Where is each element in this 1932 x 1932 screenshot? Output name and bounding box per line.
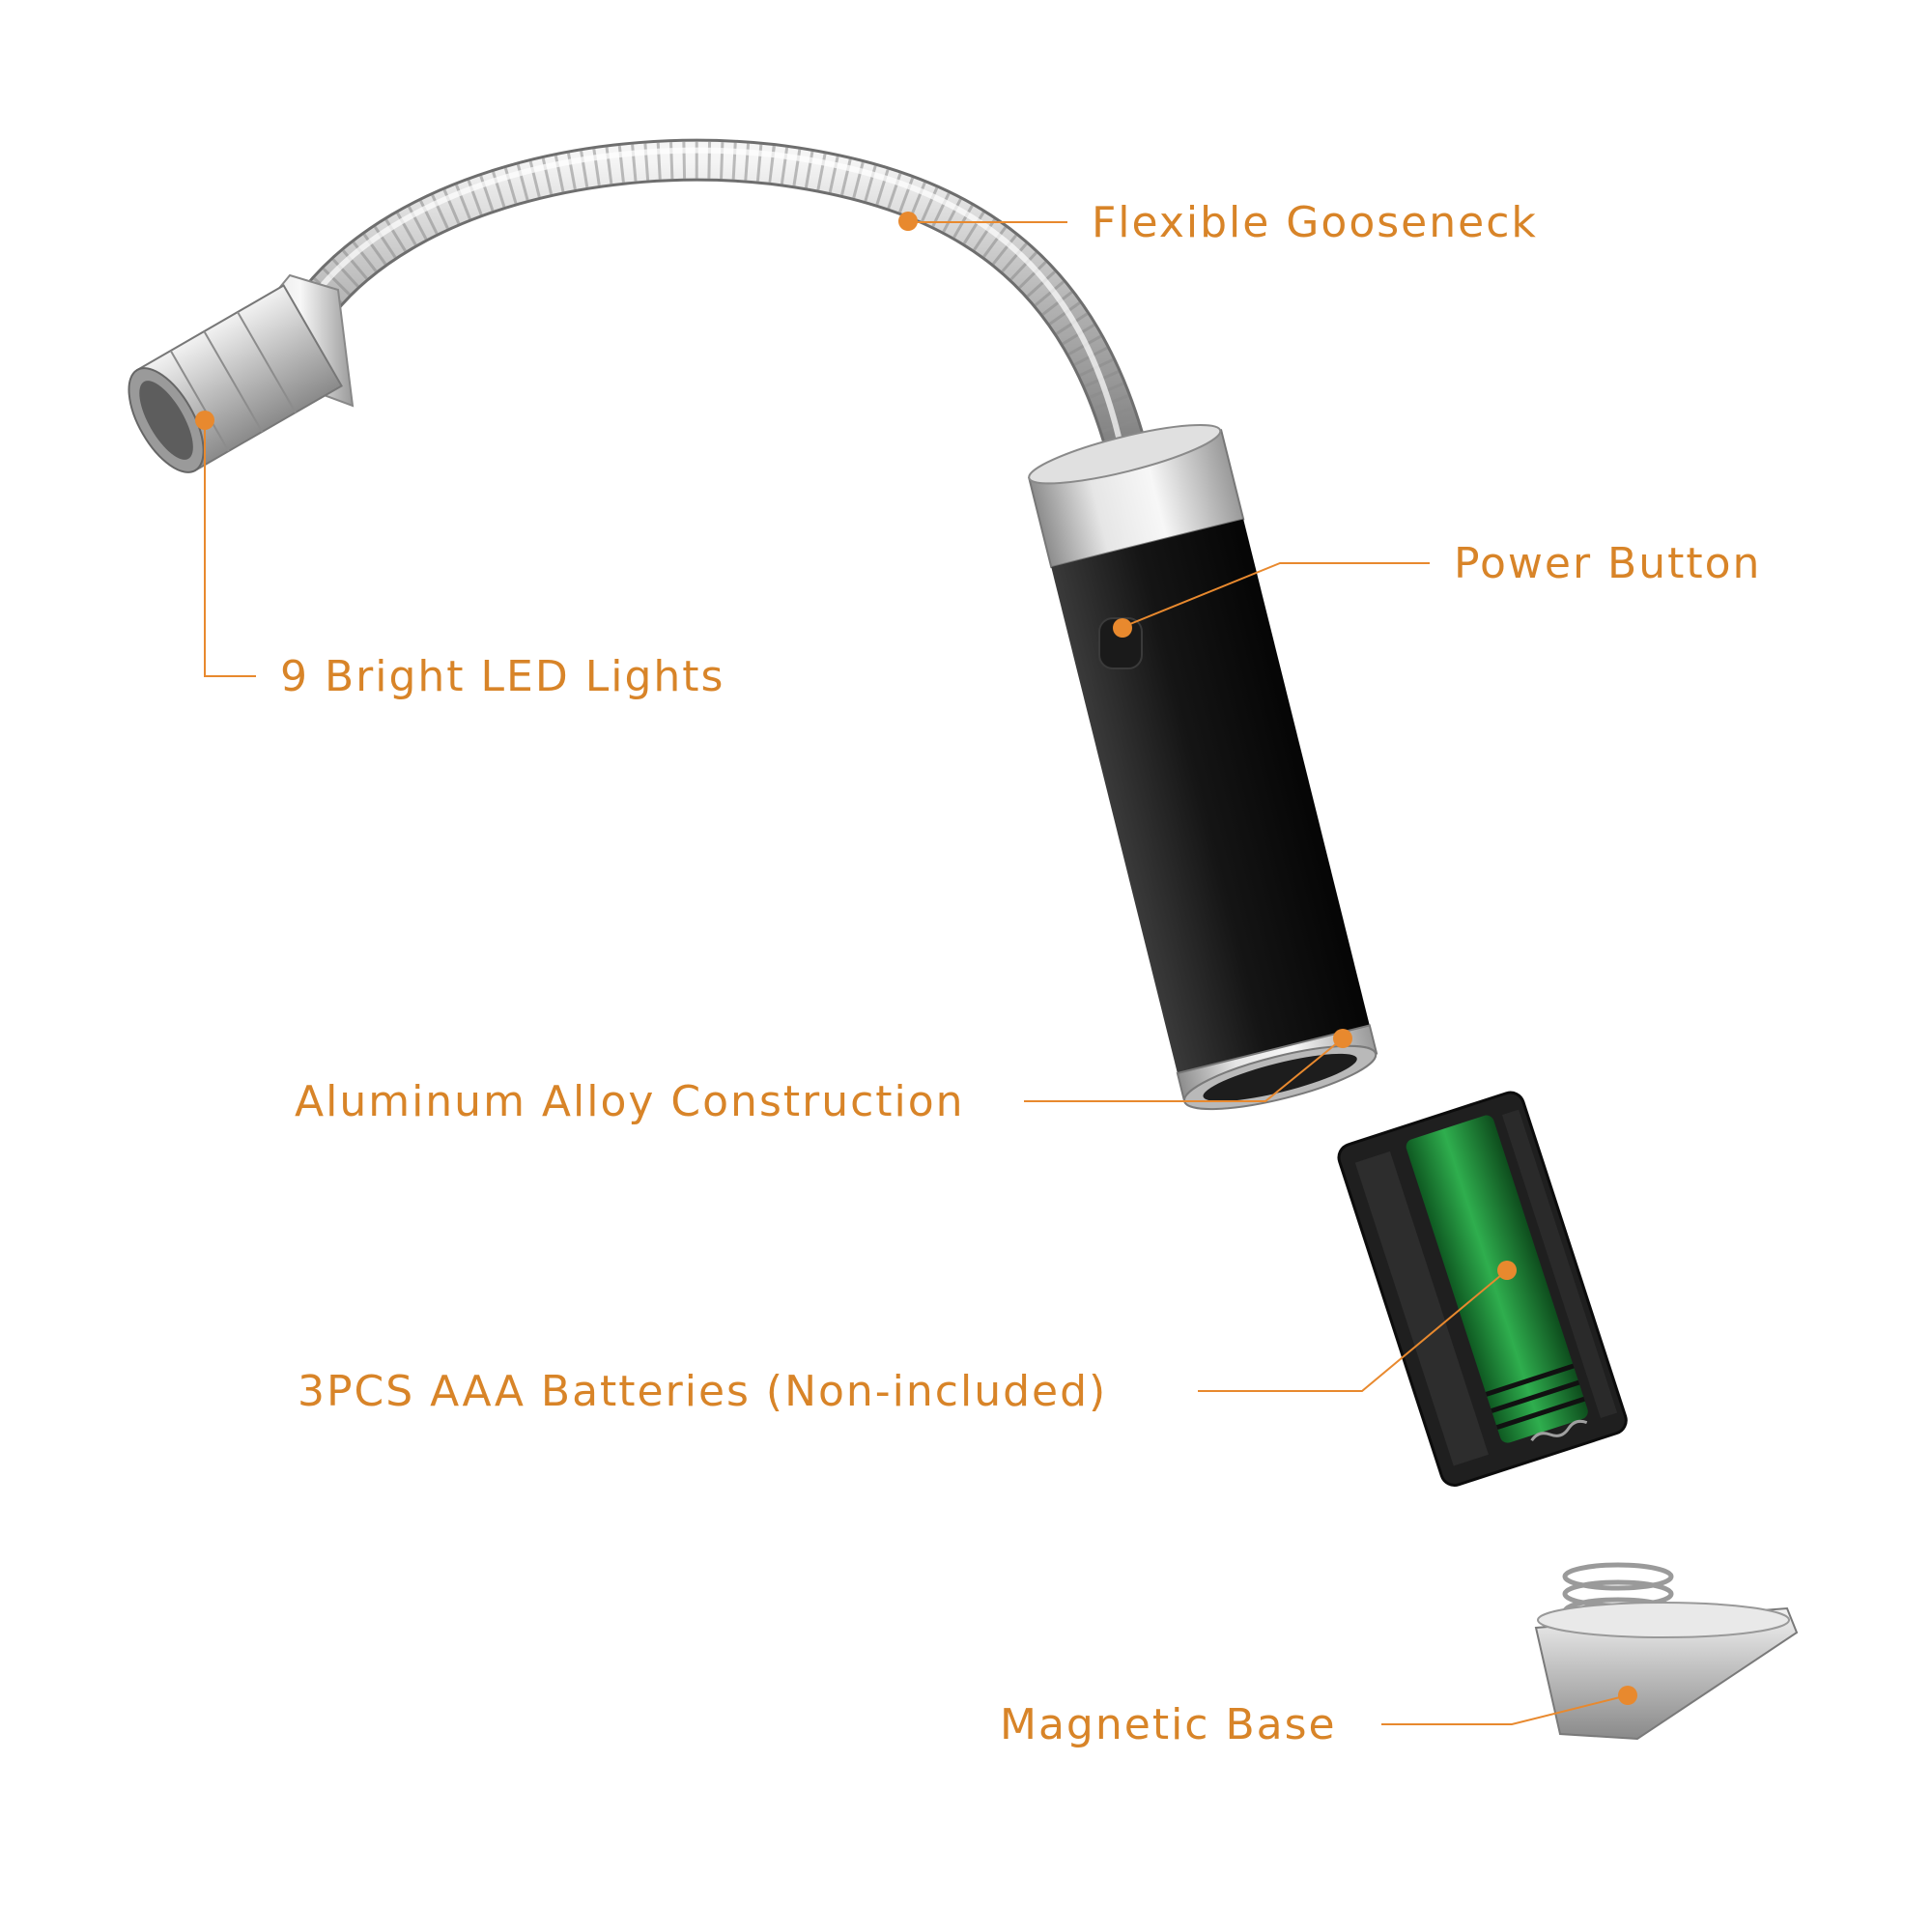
leader-line-magnetic-base [1381,1694,1629,1725]
label-batteries: 3PCS AAA Batteries (Non-included) [298,1367,1107,1416]
label-flexible-gooseneck: Flexible Gooseneck [1092,198,1538,247]
callout-power-button: Power Button [1113,539,1761,638]
callout-gooseneck: Flexible Gooseneck [898,198,1538,247]
flashlight-handle [1028,423,1378,1111]
callout-led-lights: 9 Bright LED Lights [195,411,724,701]
callout-batteries: 3PCS AAA Batteries (Non-included) [298,1261,1517,1416]
label-led-lights: 9 Bright LED Lights [280,652,724,701]
marker-dot-aluminum [1333,1029,1352,1048]
marker-dot-batteries [1497,1261,1517,1280]
leader-line-batteries [1198,1269,1508,1392]
lamp-head [128,273,355,473]
marker-dot-power-button [1113,618,1132,638]
label-power-button: Power Button [1454,539,1761,588]
marker-dot-led-lights [195,411,214,430]
leader-line-aluminum [1024,1037,1344,1102]
marker-dot-gooseneck [898,212,918,231]
label-aluminum-alloy: Aluminum Alloy Construction [295,1077,965,1126]
callout-magnetic-base: Magnetic Base [1000,1686,1637,1749]
magnetic-base [1534,1562,1799,1741]
leader-line-led-lights [204,420,256,677]
label-magnetic-base: Magnetic Base [1000,1700,1337,1749]
callout-aluminum: Aluminum Alloy Construction [295,1029,1352,1126]
battery-holder [1337,1091,1628,1487]
marker-dot-magnetic-base [1618,1686,1637,1705]
gooseneck [298,138,1151,485]
leader-line-power-button [1120,562,1430,629]
